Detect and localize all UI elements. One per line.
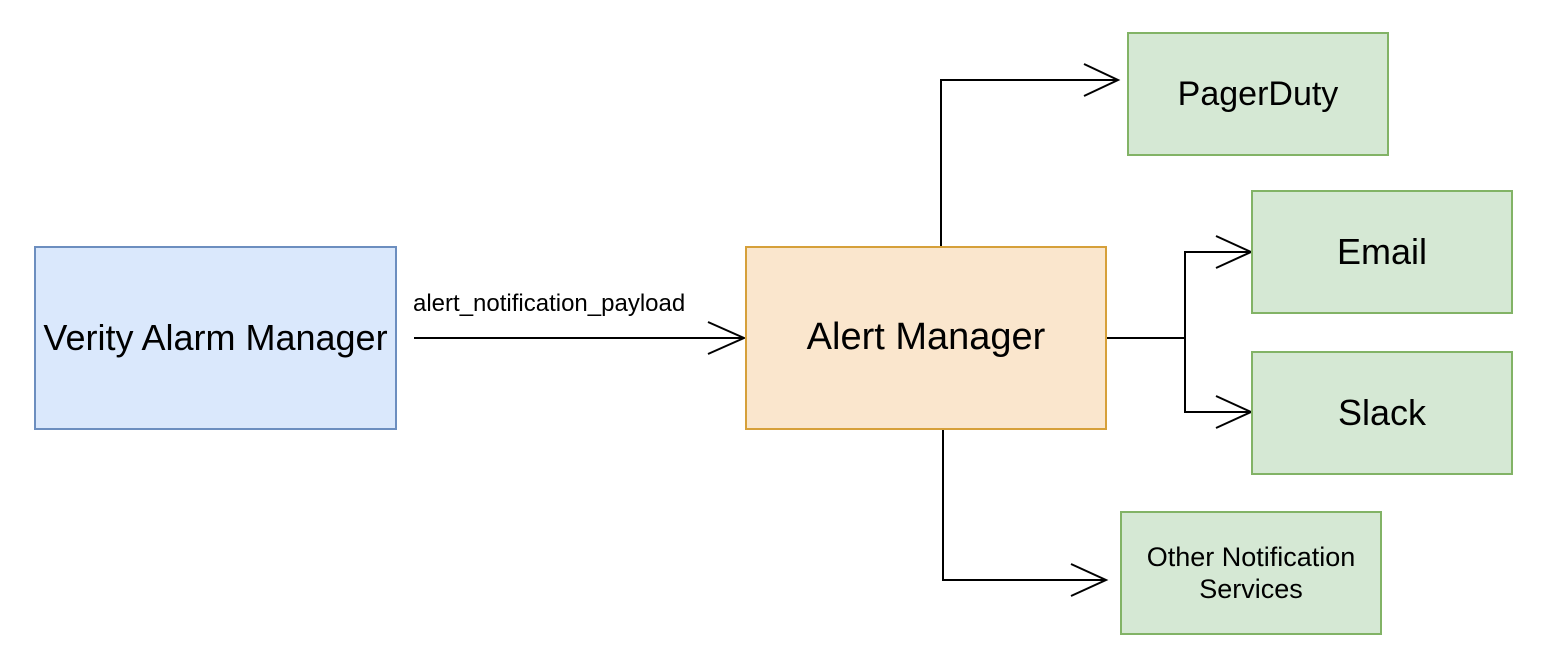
- edge-alert-manager-to-other: [942, 430, 1109, 597]
- edge-alert-manager-to-slack: [1184, 338, 1254, 429]
- node-label: Alert Manager: [806, 316, 1046, 359]
- edge-alert-manager-to-pagerduty: [940, 63, 1121, 246]
- arrowhead: [707, 321, 747, 355]
- node-slack[interactable]: Slack: [1251, 351, 1513, 475]
- edge-verity-to-alert-manager: [414, 321, 747, 355]
- node-label: Slack: [1337, 392, 1427, 434]
- arrowhead: [1083, 63, 1121, 97]
- node-verity-alarm-manager[interactable]: Verity Alarm Manager: [34, 246, 397, 430]
- edge-line: [942, 430, 1106, 581]
- node-pagerduty[interactable]: PagerDuty: [1127, 32, 1389, 156]
- node-label: Other Notification Services: [1146, 541, 1356, 604]
- node-label: Email: [1336, 231, 1428, 273]
- edge-line: [1184, 251, 1251, 338]
- node-alert-manager[interactable]: Alert Manager: [745, 246, 1107, 430]
- node-label: Verity Alarm Manager: [43, 317, 388, 359]
- node-email[interactable]: Email: [1251, 190, 1513, 314]
- node-other-notification-services[interactable]: Other Notification Services: [1120, 511, 1382, 635]
- node-label: PagerDuty: [1177, 74, 1339, 113]
- edge-alert-manager-to-email: [1184, 235, 1254, 338]
- arrowhead: [1070, 563, 1109, 597]
- edge-line: [1184, 338, 1251, 413]
- edge-label-payload: alert_notification_payload: [413, 290, 686, 317]
- edge-line: [940, 79, 1118, 246]
